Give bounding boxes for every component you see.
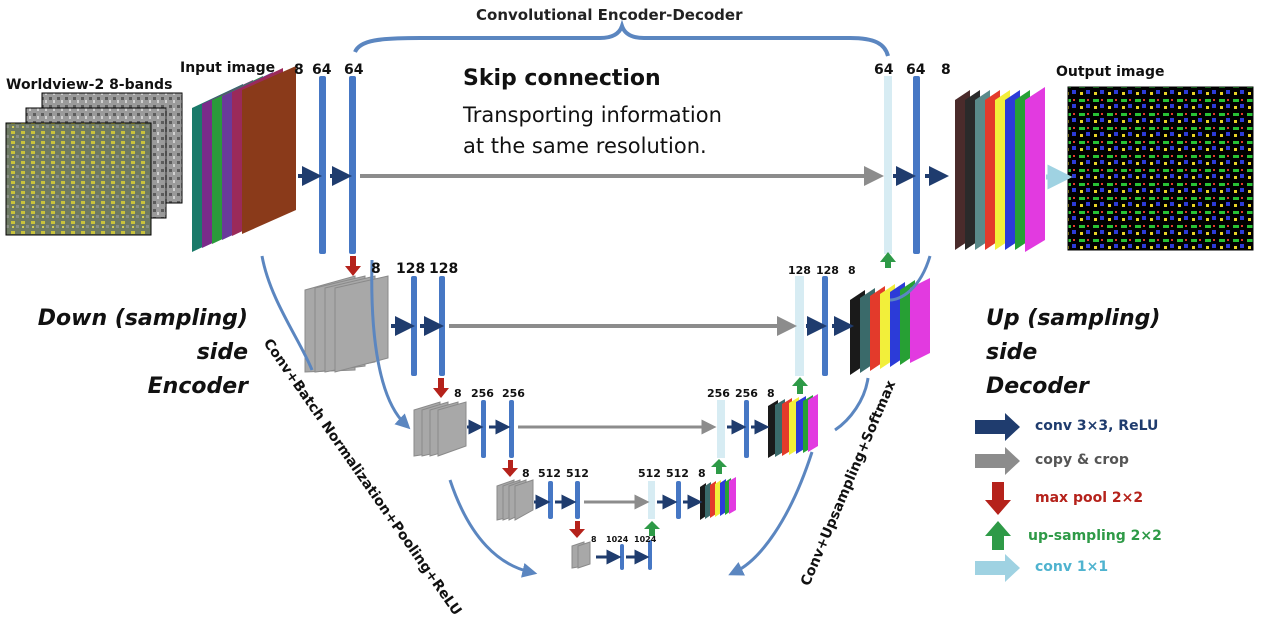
pool-arrow (345, 256, 361, 276)
channel-label: 512 (538, 467, 561, 480)
encoder-curve-2 (370, 259, 411, 430)
conv-bar (319, 76, 326, 254)
conv-bar (620, 544, 624, 570)
decoder-curve-2 (834, 377, 870, 432)
arrow-down-icon (985, 482, 1011, 515)
channel-label: 1024 (634, 535, 657, 544)
upsample-arrow (711, 459, 727, 474)
conv-bar (481, 400, 486, 458)
channel-label: 1024 (606, 535, 629, 544)
channel-label: 64 (874, 62, 894, 78)
channel-label: 512 (666, 467, 689, 480)
output-class-stack-2 (850, 278, 930, 375)
conv-bar (411, 276, 417, 376)
channel-label: 256 (707, 387, 730, 400)
input-image-stack (192, 66, 296, 252)
conv-bar (349, 76, 356, 254)
channel-label: 8 (698, 467, 706, 480)
output-class-stack-4 (700, 477, 736, 520)
upsample-arrow (792, 377, 808, 394)
worldview-input-stack (5, 92, 183, 236)
legend-label: up-sampling 2×2 (1028, 528, 1162, 544)
down-side-line-1: Down (sampling) (37, 306, 248, 331)
conv-bar (509, 400, 514, 458)
arrow-up-icon (985, 521, 1011, 550)
conv-bar (676, 481, 681, 519)
legend-label: conv 3×3, ReLU (1035, 418, 1159, 434)
skip-line-2: at the same resolution. (463, 134, 707, 158)
upsample-arrow (880, 252, 896, 268)
channel-label: 128 (396, 261, 426, 277)
conv-bar (744, 400, 749, 458)
channel-label: 8 (371, 261, 381, 277)
decoder-curve-3 (728, 451, 814, 576)
output-class-stack-1 (955, 87, 1045, 252)
conv-bar (822, 276, 828, 376)
diagram-title: Convolutional Encoder-Decoder (476, 6, 743, 24)
top-brace (353, 19, 890, 57)
channel-label: 128 (788, 264, 811, 277)
channel-label: 128 (429, 261, 459, 277)
encoder-feature-stack-5 (571, 541, 591, 569)
channel-label: 8 (294, 62, 304, 78)
upsample-bar (884, 76, 892, 254)
encoder-curve-1 (260, 255, 314, 371)
channel-label: 256 (471, 387, 494, 400)
encoder-feature-stack-4 (496, 479, 534, 521)
channel-label: 64 (906, 62, 926, 78)
channel-label: 128 (816, 264, 839, 277)
conv-bar (548, 481, 553, 519)
pool-arrow (569, 521, 585, 538)
channel-label: 8 (941, 62, 951, 78)
output-class-stack-3 (768, 394, 818, 458)
output-image (1067, 86, 1254, 251)
legend-icons (975, 413, 1020, 582)
conv-bar (575, 481, 580, 519)
skip-heading: Skip connection (463, 66, 661, 91)
pool-arrow (433, 378, 449, 398)
encoder-feature-stack-3 (413, 401, 467, 457)
upsample-arrow (644, 521, 660, 536)
conv-bar (439, 276, 445, 376)
up-side-line-1: Up (sampling) (986, 306, 1161, 331)
upsample-bar (648, 481, 655, 519)
output-image-label: Output image (1056, 64, 1165, 80)
upsample-bar (717, 400, 725, 458)
channel-label: 8 (522, 467, 530, 480)
up-side-line-3: Decoder (986, 374, 1089, 399)
decoder-curve-1 (889, 255, 932, 302)
arrow-right-icon (975, 554, 1020, 582)
arrow-right-icon (975, 413, 1020, 441)
legend-label: max pool 2×2 (1035, 490, 1144, 506)
conv-bar (913, 76, 920, 254)
down-side-line-2: side (196, 340, 248, 365)
input-source-label: Worldview-2 8-bands (6, 77, 173, 93)
channel-label: 64 (344, 62, 364, 78)
skip-line-1: Transporting information (463, 103, 722, 127)
channel-label: 512 (566, 467, 589, 480)
down-side-line-3: Encoder (147, 374, 248, 399)
channel-label: 8 (848, 264, 856, 277)
channel-label: 512 (638, 467, 661, 480)
legend-label: copy & crop (1035, 452, 1129, 468)
upsample-bar (795, 276, 804, 376)
arrow-right-icon (975, 447, 1020, 475)
input-image-label: Input image (180, 60, 276, 76)
encoder-feature-stack-2 (304, 275, 389, 373)
up-side-line-2: side (986, 340, 1038, 365)
pool-arrow (502, 460, 518, 477)
channel-label: 256 (735, 387, 758, 400)
channel-label: 64 (312, 62, 332, 78)
channel-label: 256 (502, 387, 525, 400)
channel-label: 8 (591, 535, 597, 544)
channel-label: 8 (767, 387, 775, 400)
encoder-curve-3 (448, 479, 538, 578)
legend-label: conv 1×1 (1035, 559, 1109, 575)
channel-label: 8 (454, 387, 462, 400)
conv-bar (648, 540, 652, 570)
